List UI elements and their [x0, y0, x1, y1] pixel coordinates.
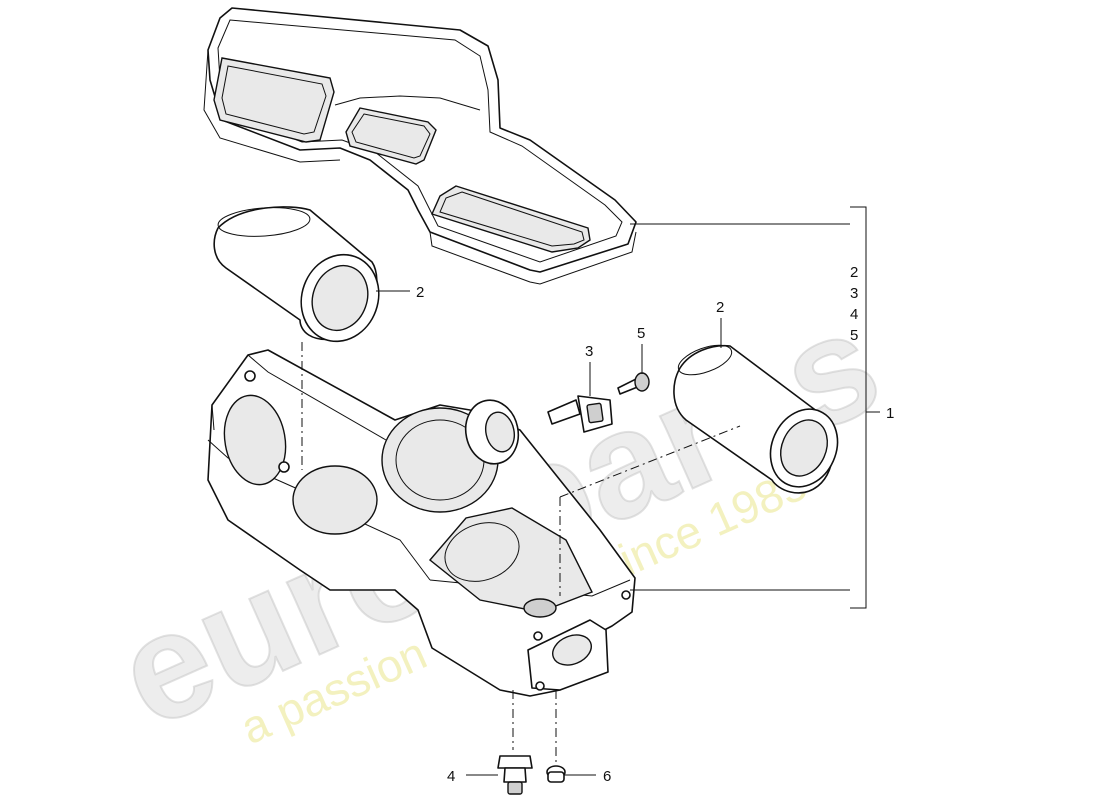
- rubber-mount: [497, 755, 533, 795]
- grommet: [546, 765, 566, 783]
- air-filter-housing: [207, 349, 636, 697]
- airflow-sensor: [547, 395, 613, 433]
- callout-filter-right: 2: [716, 299, 724, 316]
- callout-group-1: 2: [850, 264, 858, 281]
- callouts: 2 2 3 5 4 6 1 2 3 4 5: [416, 264, 894, 785]
- leader-lines: [376, 206, 880, 776]
- upper-cover: [203, 7, 637, 285]
- callout-filter-left: 2: [416, 284, 424, 301]
- callout-group-2: 3: [850, 285, 858, 302]
- air-filter-right: [673, 344, 839, 494]
- callout-group-4: 5: [850, 327, 858, 344]
- assembly-lines: [301, 342, 741, 764]
- callout-mount: 4: [447, 768, 455, 785]
- air-filter-left: [213, 206, 380, 343]
- callout-assembly: 1: [886, 405, 894, 422]
- callout-grommet: 6: [603, 768, 611, 785]
- callout-group-3: 4: [850, 306, 858, 323]
- callout-sensor: 3: [585, 343, 593, 360]
- callout-screw: 5: [637, 325, 645, 342]
- screw: [617, 372, 650, 395]
